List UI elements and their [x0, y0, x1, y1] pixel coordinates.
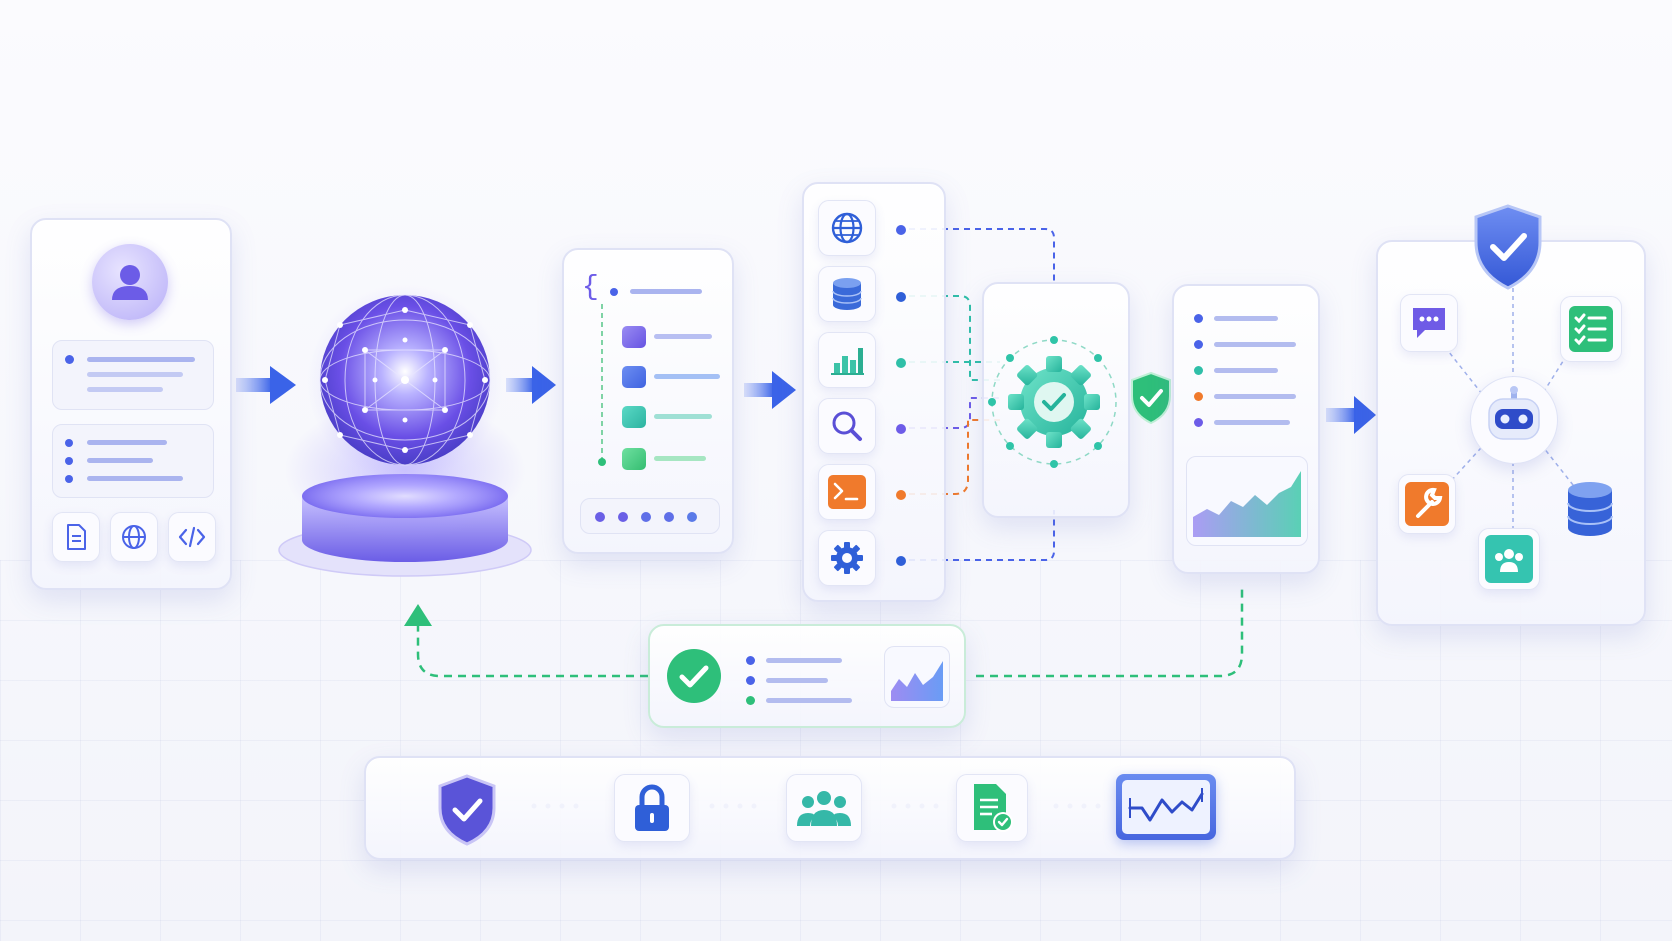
schema-field [622, 326, 646, 348]
tool-analytics[interactable] [818, 332, 876, 388]
tool-web-search[interactable] [818, 200, 876, 256]
code-brace: { [582, 272, 599, 303]
agent-core[interactable] [1470, 376, 1558, 464]
gov-security[interactable] [434, 772, 500, 848]
tool-database[interactable] [818, 266, 876, 322]
gov-compliance[interactable] [956, 774, 1028, 842]
chat-icon [1413, 308, 1445, 338]
user-icon [112, 265, 148, 300]
document-check-icon [974, 784, 1013, 832]
checklist-icon [1569, 306, 1613, 352]
hub-team[interactable] [1478, 528, 1540, 590]
context-list [52, 424, 214, 498]
check-circle-icon [667, 649, 721, 703]
tool-settings[interactable] [818, 530, 876, 586]
governance-bar [364, 756, 1296, 860]
shield-check-icon [438, 774, 496, 846]
team-icon [1485, 535, 1533, 583]
gov-monitoring[interactable] [1116, 774, 1216, 840]
gov-team[interactable] [786, 774, 862, 842]
feedback-chart [884, 646, 950, 708]
area-chart-icon [1193, 471, 1301, 537]
flow-arrow [236, 366, 296, 404]
results-panel [1172, 284, 1320, 574]
gear-icon [831, 542, 863, 574]
flow-arrow [1326, 396, 1376, 434]
agent-hub-card [1376, 240, 1646, 626]
feedback-loop [416, 586, 1244, 678]
knowledge-sphere [270, 270, 540, 590]
hub-chat[interactable] [1400, 294, 1458, 352]
results-chart [1186, 456, 1308, 546]
schema-field [622, 406, 646, 428]
document-icon [67, 524, 86, 550]
gear-check-icon [988, 336, 1117, 468]
user-avatar [92, 244, 168, 320]
bar-chart-icon [831, 348, 864, 375]
area-chart-icon [891, 661, 943, 701]
success-badge [664, 646, 724, 706]
prompt-field[interactable] [52, 340, 214, 410]
schema-field [622, 448, 646, 470]
schema-field [622, 366, 646, 388]
hub-security-shield [1470, 202, 1546, 292]
verification-engine-card [982, 282, 1130, 518]
document-tile[interactable] [52, 512, 100, 562]
robot-icon [1488, 386, 1540, 440]
flow-arrow [506, 366, 556, 404]
globe-icon [831, 212, 863, 244]
database-icon [832, 278, 862, 310]
tool-panel [802, 182, 946, 602]
terminal-icon [828, 475, 866, 509]
hub-tasks[interactable] [1560, 296, 1622, 362]
shield-check-icon [1131, 371, 1171, 425]
feedback-card [648, 624, 966, 728]
database-icon [1567, 482, 1613, 536]
verified-shield [1128, 370, 1174, 426]
structured-output-card: { [562, 248, 734, 554]
shield-check-icon [1474, 204, 1542, 290]
user-input-card [30, 218, 232, 590]
wrench-icon [1405, 482, 1449, 526]
feedback-arrowhead [404, 604, 432, 626]
tool-search[interactable] [818, 398, 876, 454]
code-icon [178, 526, 206, 548]
hub-storage[interactable] [1564, 480, 1616, 540]
tool-terminal[interactable] [818, 464, 876, 520]
web-tile[interactable] [110, 512, 158, 562]
neural-network-icon [278, 284, 532, 577]
search-icon [832, 411, 862, 441]
gov-access[interactable] [614, 774, 690, 842]
hub-tools[interactable] [1398, 474, 1456, 534]
globe-icon [122, 525, 146, 549]
monitor-chart-icon [1128, 788, 1204, 822]
team-icon [797, 791, 851, 826]
code-tile[interactable] [168, 512, 216, 562]
lock-icon [635, 784, 669, 831]
flow-arrow [744, 371, 796, 409]
pagination-dots[interactable] [580, 498, 720, 534]
